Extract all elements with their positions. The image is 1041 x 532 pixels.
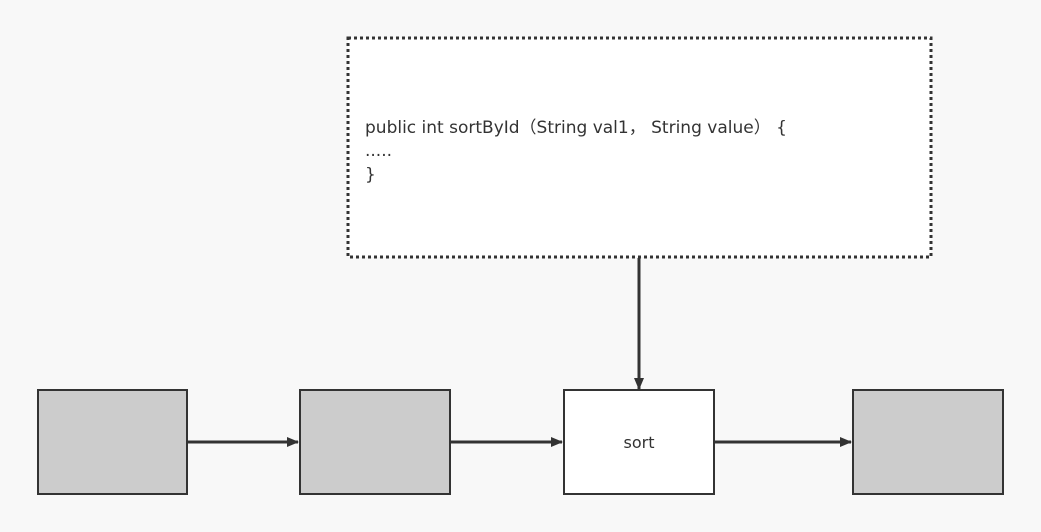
process-box-1 [37, 389, 188, 495]
sort-box [563, 389, 715, 495]
code-line-signature: public int sortById（String val1， String … [365, 118, 787, 138]
code-line-body: ..... [365, 141, 392, 161]
process-box-2 [299, 389, 451, 495]
process-box-4 [852, 389, 1004, 495]
code-line-closing-brace: } [365, 165, 376, 185]
code-annotation-box [346, 36, 933, 259]
sort-box-label: sort [624, 433, 655, 452]
